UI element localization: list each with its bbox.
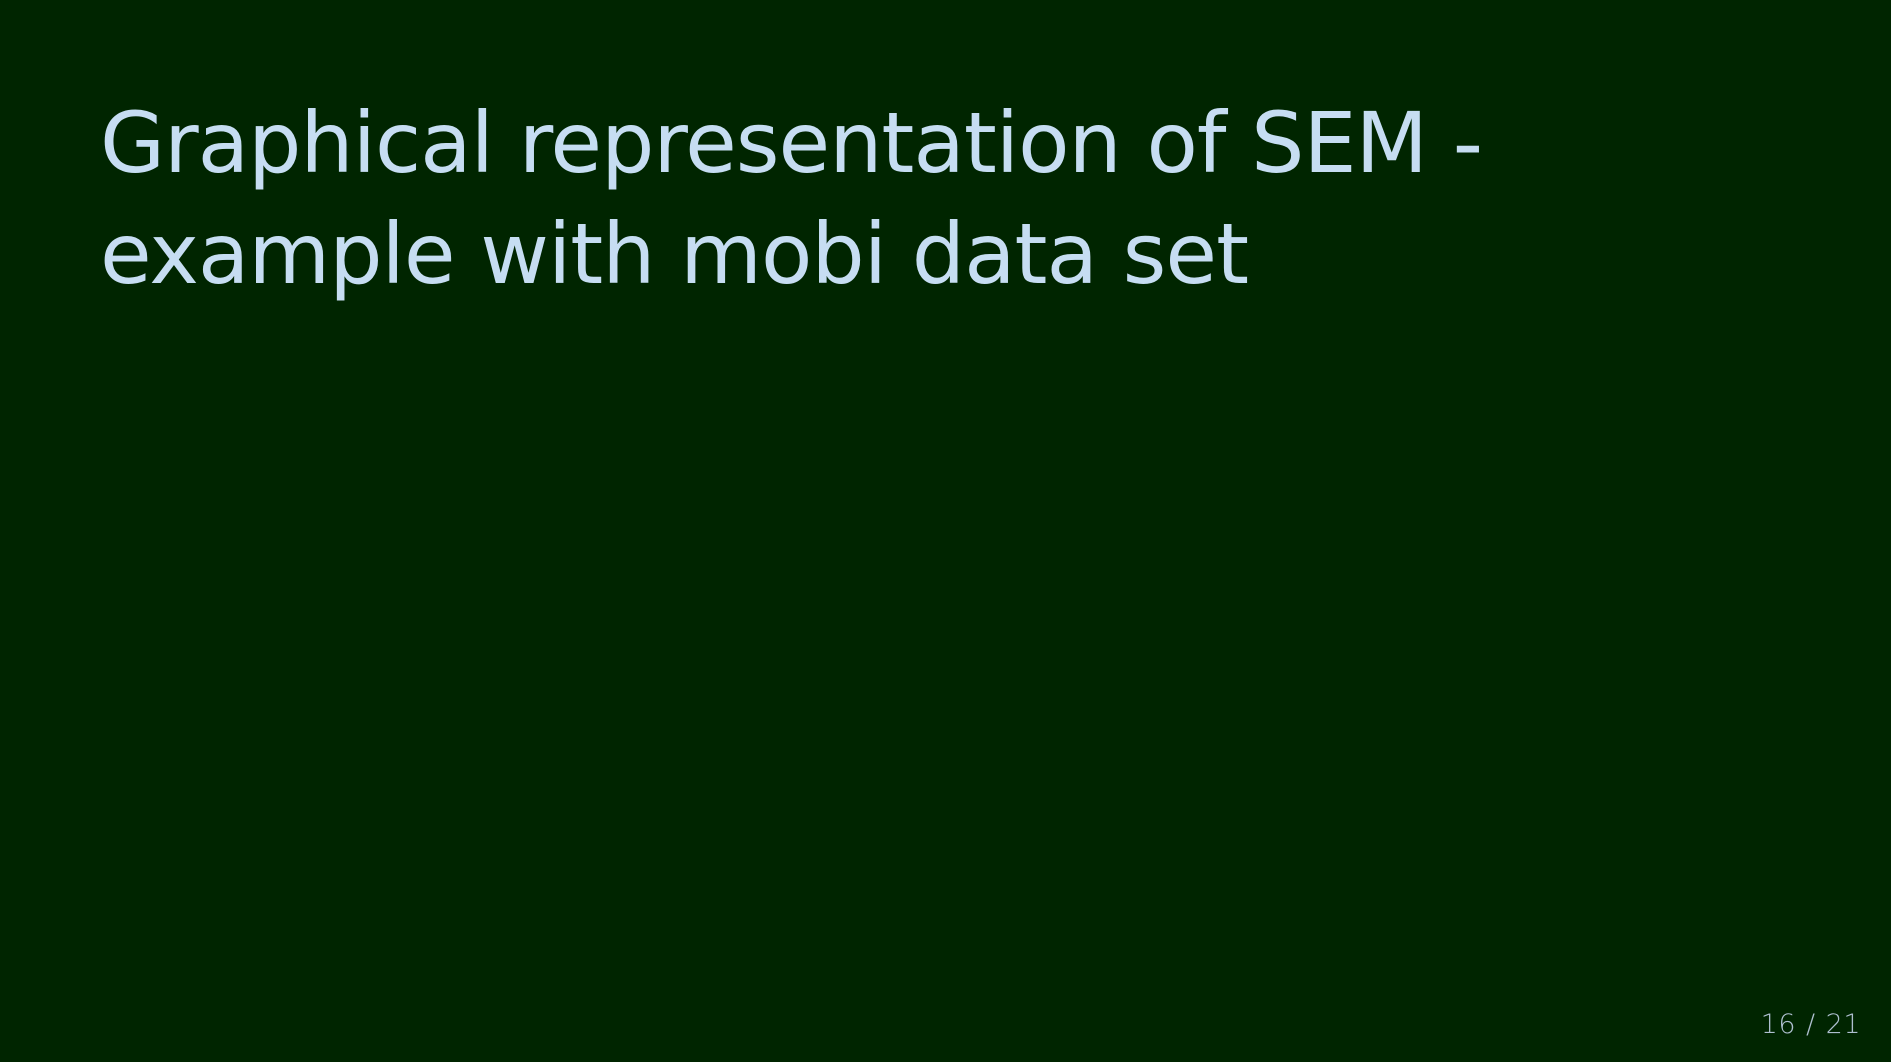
slide-title: Graphical representation of SEM - exampl…: [100, 88, 1660, 310]
current-page-number: 16: [1760, 1009, 1797, 1040]
page-counter: 16 / 21: [1761, 1009, 1861, 1040]
total-page-count: 21: [1825, 1009, 1861, 1040]
slide-title-line-2: example with mobi data set: [100, 205, 1249, 303]
page-separator: /: [1806, 1009, 1816, 1040]
slide-title-line-1: Graphical representation of SEM -: [100, 94, 1483, 192]
